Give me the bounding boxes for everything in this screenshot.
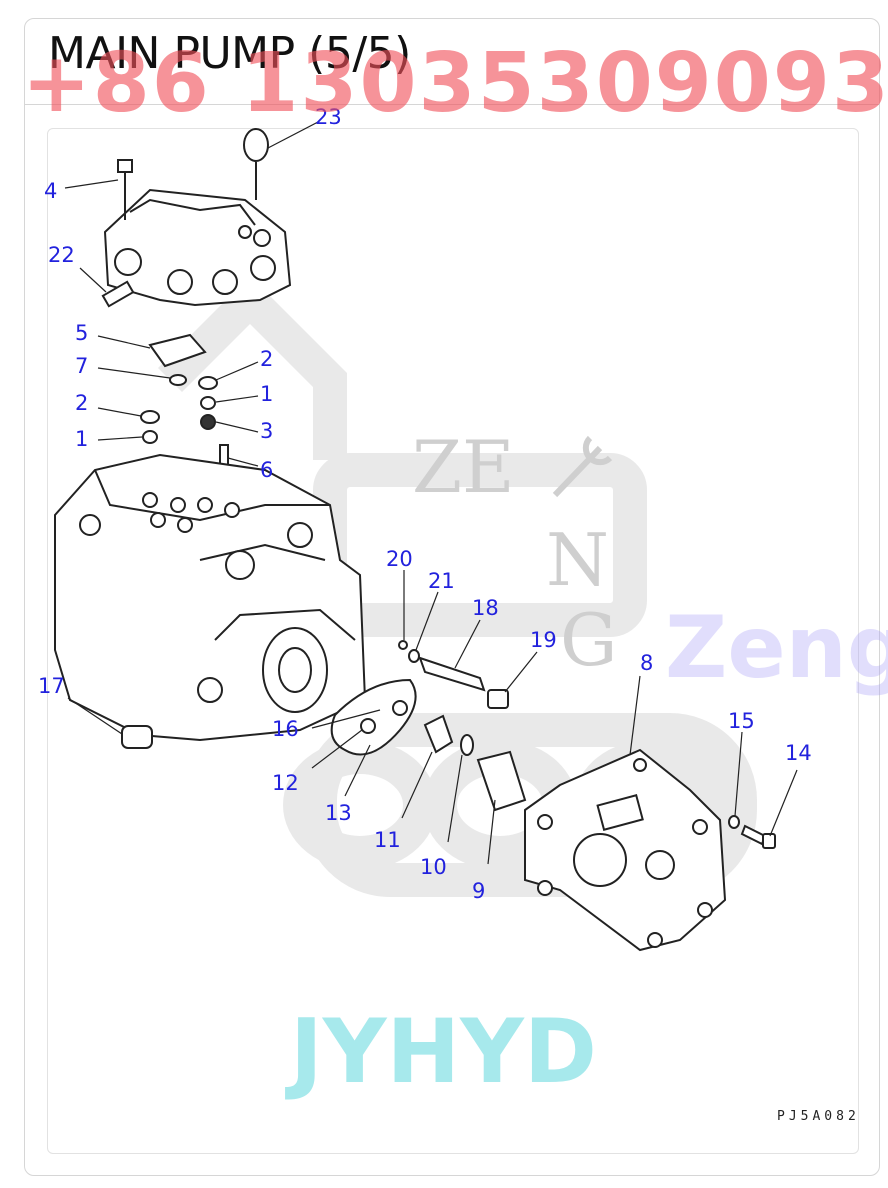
wrench-icon <box>552 435 613 498</box>
phone-watermark: +86 13035309093 <box>22 36 888 131</box>
callout-17: 17 <box>38 674 65 698</box>
callout-2a: 2 <box>260 347 273 371</box>
callout-2b: 2 <box>75 391 88 415</box>
zeng-watermark: Zeng <box>665 598 888 698</box>
background-letters: ZE N G <box>412 425 618 682</box>
gear-pump-8 <box>524 748 727 952</box>
callout-11: 11 <box>374 828 401 852</box>
title-divider <box>24 104 880 105</box>
bolt-4 <box>117 159 133 220</box>
callout-15: 15 <box>728 709 755 733</box>
callout-12: 12 <box>272 771 299 795</box>
callout-13: 13 <box>325 801 352 825</box>
page-title: MAIN PUMP (5/5) <box>48 28 411 79</box>
callout-numbers: 23 4 22 5 2 7 1 2 3 1 6 20 21 18 19 8 17… <box>38 105 812 903</box>
diagram-panel <box>47 128 859 1154</box>
bolt-14 <box>728 815 776 849</box>
callout-14: 14 <box>785 741 812 765</box>
leader-lines <box>64 121 798 865</box>
callout-22: 22 <box>48 243 75 267</box>
callout-1a: 1 <box>260 382 273 406</box>
callout-23: 23 <box>315 105 342 129</box>
callout-6: 6 <box>260 458 273 482</box>
couplings <box>423 714 527 812</box>
jyhyd-watermark: JYHYD <box>290 1000 597 1103</box>
seals <box>140 333 229 466</box>
callout-4: 4 <box>44 179 57 203</box>
control-valve <box>103 188 292 307</box>
bg-letters-g: G <box>560 598 618 682</box>
plug-22 <box>101 280 135 308</box>
callout-10: 10 <box>420 855 447 879</box>
callout-16: 16 <box>272 717 299 741</box>
callout-5: 5 <box>75 321 88 345</box>
callout-9: 9 <box>472 879 485 903</box>
callout-19: 19 <box>530 628 557 652</box>
callout-21: 21 <box>428 569 455 593</box>
valve-parts <box>398 640 509 709</box>
callout-1b: 1 <box>75 427 88 451</box>
gasket-plate <box>330 678 417 756</box>
callout-18: 18 <box>472 596 499 620</box>
callout-3: 3 <box>260 419 273 443</box>
main-pump-body <box>54 453 367 742</box>
bg-letters-ze: ZE <box>412 425 515 509</box>
callout-7: 7 <box>75 354 88 378</box>
callout-20: 20 <box>386 547 413 571</box>
drawing-code: PJ5A082 <box>777 1109 860 1124</box>
callout-8: 8 <box>640 651 653 675</box>
eye-bolt-23 <box>243 128 269 200</box>
plug-17 <box>121 725 153 749</box>
bg-letters-n: N <box>546 518 609 602</box>
